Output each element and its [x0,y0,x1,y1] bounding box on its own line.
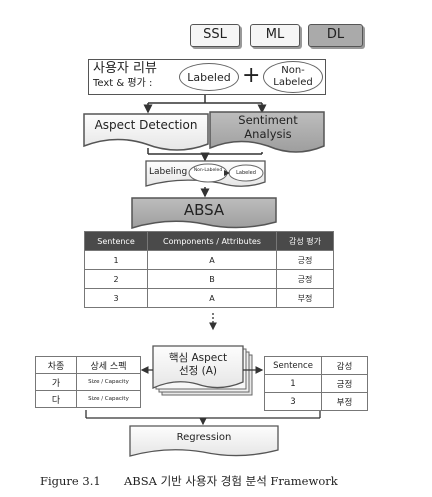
method-tag-ml: ML [250,24,300,47]
table-row: 3 부정 [264,392,368,411]
table-cell: Size / Capacity [76,373,141,391]
caption-text: ABSA 기반 사용자 경험 분석 Framework [124,474,338,488]
table-cell: 부정 [276,288,334,308]
aspect-detection-shape [83,113,209,151]
non-labeled-ellipse: Non- Labeled [263,61,323,93]
table-cell: 부정 [321,392,368,411]
table-cell: 2 [84,269,148,289]
review-title: 사용자 리뷰 [93,61,157,76]
core-aspect-shape [152,345,244,390]
left-table-header: 상세 스펙 [76,356,141,374]
table-cell: 긍정 [321,374,368,393]
table-row: 1 A 긍정 [84,250,334,270]
absa-label: ABSA [183,201,225,219]
user-review-box: 사용자 리뷰 Text & 평가 : Labeled + Non- Labele… [88,59,326,95]
absa-shape [131,197,277,230]
aspect-detection-label: Aspect Detection [94,118,198,132]
left-table: 차종 상세 스펙 가 Size / Capacity 다 Size / Capa… [35,356,141,408]
table-row: 2 B 긍정 [84,269,334,289]
table-cell: Size / Capacity [76,390,141,408]
table-cell: 3 [264,392,322,411]
table-row: 3 A 부정 [84,288,334,308]
table-cell: B [147,269,277,289]
sentiment-analysis-label: Sentiment Analysis [238,113,298,141]
table-cell: 긍정 [276,269,334,289]
table-row: 가 Size / Capacity [35,373,141,391]
table-cell: 다 [35,390,77,408]
table-cell: 3 [84,288,148,308]
table-cell: 긍정 [276,250,334,270]
method-tag-ssl: SSL [190,24,240,47]
labeling-label: Labeling [149,167,188,177]
regression-label: Regression [176,432,232,443]
main-table-header: Sentence [84,231,148,251]
right-table-header: Sentence [264,356,322,375]
table-cell: 1 [264,374,322,393]
caption-label: Figure 3.1 [40,474,101,488]
labeling-to-ellipse: Labeled [236,170,256,176]
labeling-from-ellipse: Non-Labeled [193,168,223,173]
review-subtitle: Text & 평가 : [93,78,153,89]
main-table: Sentence Components / Attributes 감성 평가 1… [84,231,334,308]
left-table-header: 차종 [35,356,77,374]
labeled-ellipse: Labeled [179,63,239,91]
regression-shape [129,425,279,457]
right-table-header: 감성 [321,356,368,375]
plus-symbol: + [242,63,261,88]
figure-caption: Figure 3.1 ABSA 기반 사용자 경험 분석 Framework [40,473,410,489]
right-table: Sentence 감성 1 긍정 3 부정 [264,356,368,411]
table-cell: A [147,250,277,270]
table-cell: 1 [84,250,148,270]
sentiment-analysis-shape [209,111,325,153]
table-row: 1 긍정 [264,374,368,393]
method-tag-dl: DL [308,24,363,47]
table-cell: 가 [35,373,77,391]
main-table-header: Components / Attributes [147,231,277,251]
main-table-header: 감성 평가 [276,231,334,251]
table-row: 다 Size / Capacity [35,390,141,408]
core-aspect-label: 핵심 Aspect 선정 (A) [168,352,228,377]
table-cell: A [147,288,277,308]
